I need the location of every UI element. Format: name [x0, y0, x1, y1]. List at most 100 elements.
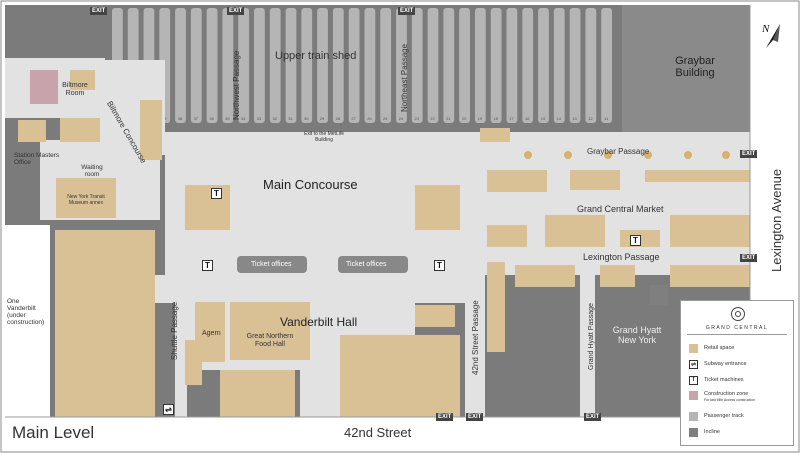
passenger-track [427, 8, 439, 123]
track-number: 36 [209, 116, 214, 121]
ticket-offices-left-label: Ticket offices [251, 261, 292, 268]
track-number: 12 [588, 116, 593, 121]
passenger-track [601, 8, 612, 123]
northwest-passage-label: Northwest Passage [232, 50, 241, 120]
graybar-passage-label: Graybar Passage [587, 147, 650, 156]
passenger-track [332, 8, 344, 123]
grand-hyatt-passage-label: Grand Hyatt Passage [588, 303, 595, 370]
exit-sign-north-center: EXIT [227, 7, 245, 15]
ticket-machine-icon: T [202, 260, 213, 271]
incline-swatch [689, 427, 698, 437]
passenger-track [459, 8, 470, 123]
subway-entrance-icon: ⇌ [163, 404, 174, 415]
food-hall-label: Great Northern Food Hall [246, 333, 294, 348]
lexington-avenue-label: Lexington Avenue [769, 168, 784, 272]
track-number: 18 [493, 116, 498, 121]
track-number: 15 [541, 116, 546, 121]
ticket-office-bar-left [237, 256, 307, 273]
map-legend: GRAND CENTRAL Retail space ⇌Subway entra… [680, 300, 794, 446]
exit-sign-lexington: EXIT [740, 254, 758, 262]
street-band [5, 417, 750, 447]
track-number: 35 [225, 116, 230, 121]
passenger-track [269, 8, 281, 123]
ticket-machine-icon: T [434, 260, 445, 271]
passenger-track [364, 8, 376, 123]
passenger-track [301, 8, 313, 123]
passenger-track [538, 8, 549, 123]
track-number: 14 [557, 116, 562, 121]
passage-marker [644, 151, 652, 159]
legend-item-retail: Retail space [689, 343, 734, 353]
passenger-track [317, 8, 328, 123]
construction-swatch [689, 391, 698, 400]
passenger-track [506, 8, 518, 123]
ticket-machine-icon: T [630, 235, 641, 246]
northeast-passage-label: Northeast Passage [400, 43, 409, 112]
exit-sign-north-east: EXIT [398, 7, 416, 15]
passenger-track [348, 8, 360, 123]
legend-item-track: Passenger track [689, 411, 744, 421]
track-number: 16 [525, 116, 530, 121]
ticket-icon: T [689, 375, 698, 385]
svg-text:N: N [761, 23, 770, 35]
track-number: 19 [478, 116, 483, 121]
passage-marker [684, 151, 692, 159]
passenger-track [396, 8, 407, 123]
passage-marker [564, 151, 572, 159]
upper-train-shed-label: Upper train shed [275, 50, 357, 62]
passenger-track [175, 8, 186, 123]
subway-icon: ⇌ [689, 359, 698, 369]
vanderbilt-hall-label: Vanderbilt Hall [280, 315, 358, 329]
shuttle-passage-label: Shuttle Passage [170, 301, 179, 360]
track-number: 22 [430, 116, 435, 121]
track-number: 28 [336, 116, 341, 121]
track-number: 11 [604, 116, 609, 121]
exit-sign-42nd-right: EXIT [466, 413, 484, 421]
legend-item-incline: Incline [689, 427, 720, 437]
exit-sign-north-west: EXIT [90, 7, 108, 15]
retail-swatch [689, 343, 698, 353]
passenger-track [285, 8, 297, 123]
passage-marker [604, 151, 612, 159]
track-number: 33 [257, 116, 262, 121]
track-number: 13 [572, 116, 577, 121]
north-arrow-icon: N [761, 23, 780, 48]
track-number: 26 [367, 116, 372, 121]
lexington-passage-label: Lexington Passage [583, 252, 660, 262]
42nd-street-passage-label: 42nd Street Passage [471, 300, 480, 375]
passenger-track [522, 8, 534, 123]
passenger-track [254, 8, 265, 123]
exit-sign-hyatt: EXIT [584, 413, 602, 421]
one-vanderbilt-label: One Vanderbilt (under construction) [7, 298, 45, 327]
track-number: 24 [399, 116, 404, 121]
track-number: 31 [288, 116, 293, 121]
track-number: 27 [351, 116, 356, 121]
passenger-track [490, 8, 502, 123]
passenger-track [553, 8, 565, 123]
ticket-offices-right-label: Ticket offices [346, 261, 387, 268]
legend-item-subway: ⇌Subway entrance [689, 359, 747, 369]
legend-brand: GRAND CENTRAL [705, 325, 769, 331]
incline-area [650, 285, 668, 305]
grand-hyatt-label: Grand Hyatt New York [612, 325, 662, 345]
passenger-track [238, 8, 250, 123]
graybar-dots [524, 151, 730, 159]
construction-zone [30, 70, 58, 104]
track-number: 21 [446, 116, 451, 121]
ticket-machine-icon: T [211, 188, 222, 199]
grand-central-market-label: Grand Central Market [577, 204, 664, 214]
passenger-track [411, 8, 423, 123]
passenger-track [474, 8, 486, 123]
track-number: 23 [415, 116, 420, 121]
map-title: Main Level [12, 423, 95, 442]
transit-museum-label: New York Transit Museum annex [67, 194, 105, 206]
passage-marker [524, 151, 532, 159]
track-number: 20 [462, 116, 467, 121]
passage-marker [722, 151, 730, 159]
track-swatch [689, 411, 698, 421]
grand-central-logo-icon [731, 307, 745, 321]
biltmore-room-label: Biltmore Room [62, 82, 88, 97]
passenger-track [190, 8, 202, 123]
